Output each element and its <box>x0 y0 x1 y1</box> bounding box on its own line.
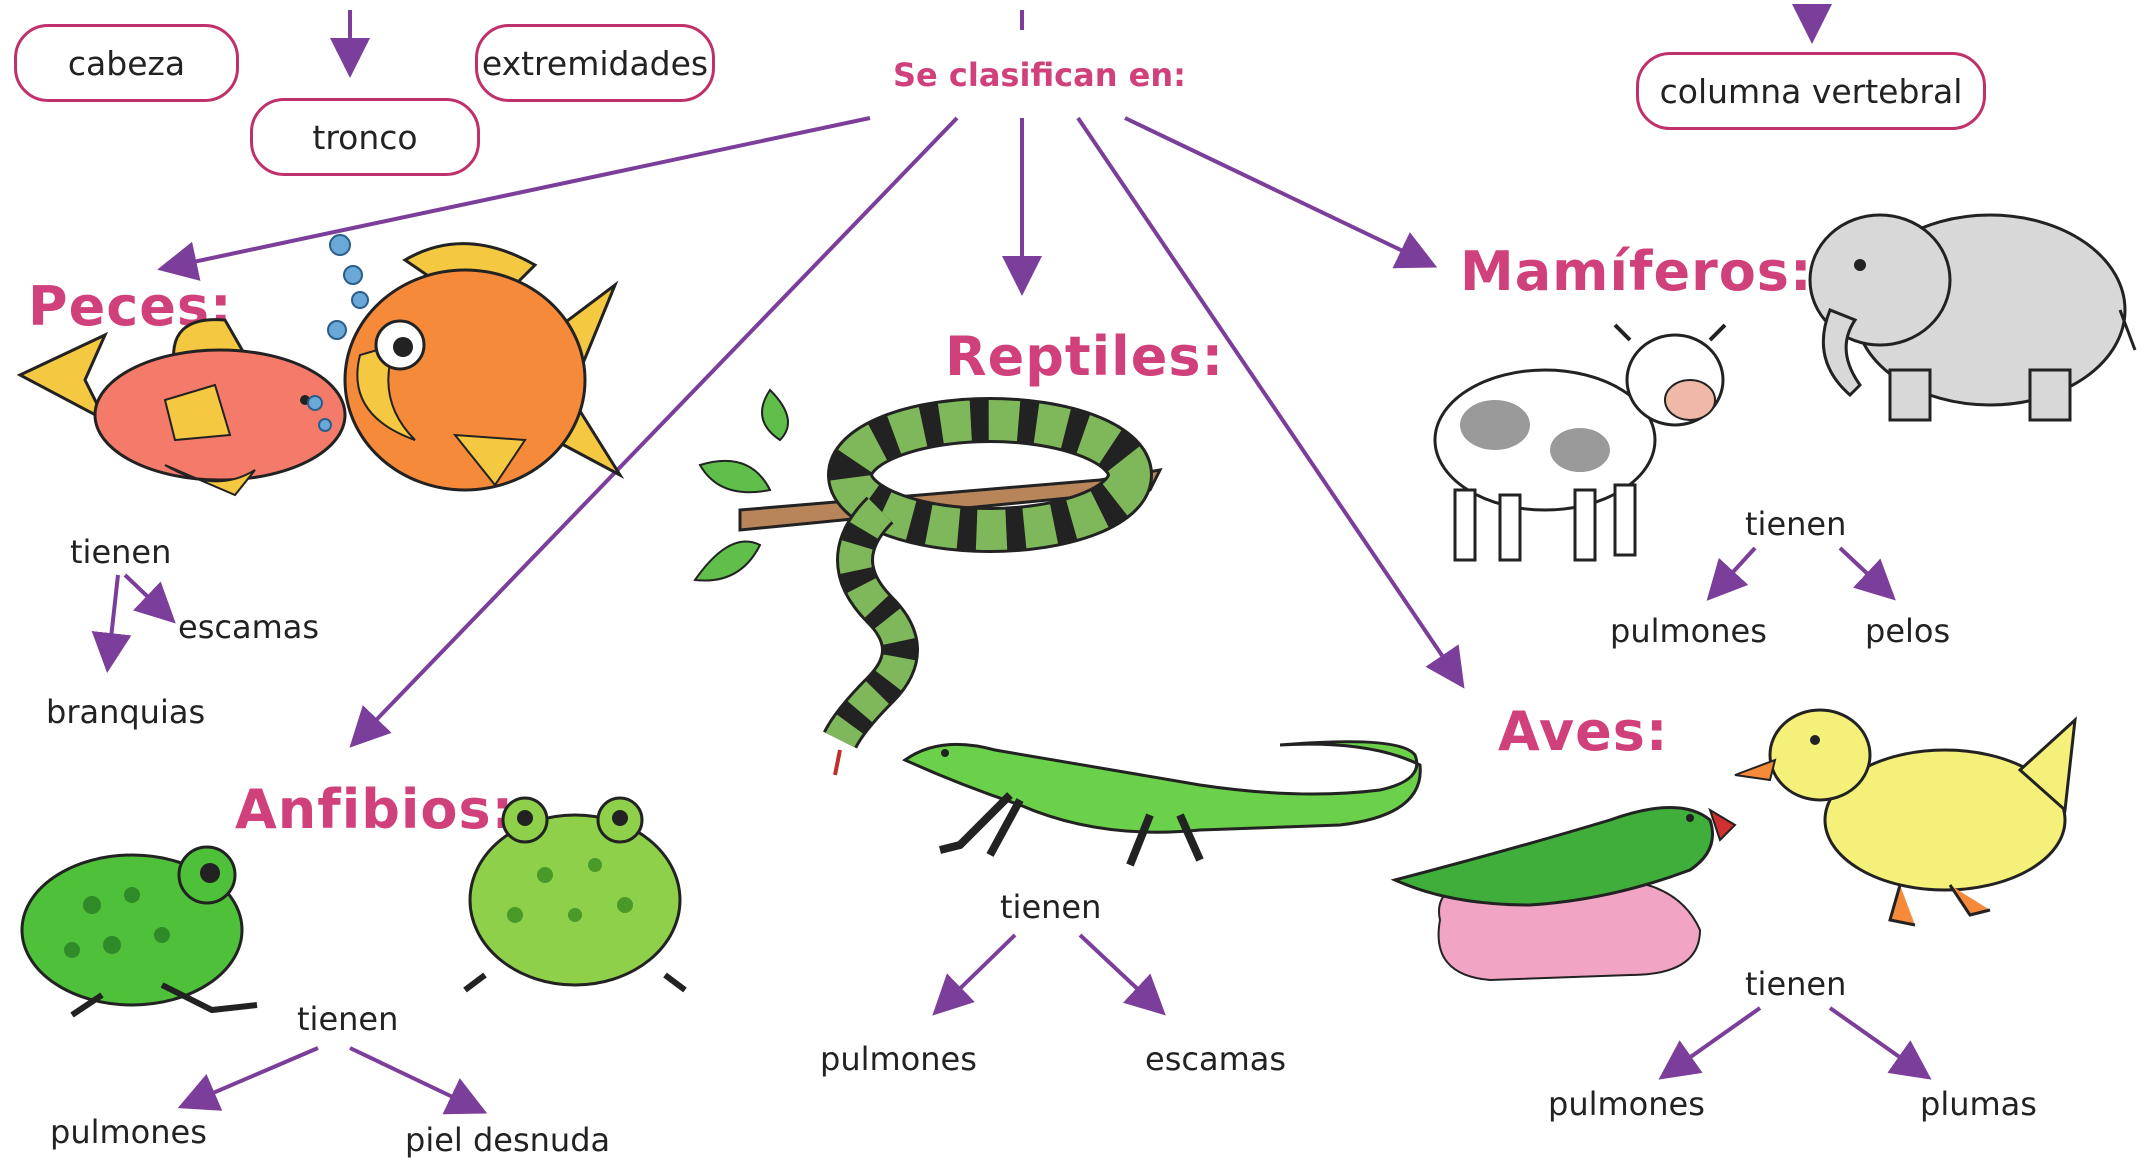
reptiles-verb: tienen <box>1000 888 1101 926</box>
arrow-to-mammals <box>1125 118 1430 264</box>
pill-spine: columna vertebral <box>1636 52 1986 130</box>
title-reptiles: Reptiles: <box>945 325 1224 388</box>
birds-item-1: pulmones <box>1548 1085 1705 1123</box>
toad-icon <box>455 785 695 995</box>
duck-icon <box>1730 700 2080 930</box>
classify-label: Se clasifican en: <box>893 56 1186 94</box>
fish-icon <box>15 225 635 535</box>
birds-item-2: plumas <box>1920 1085 2037 1123</box>
birds-verb: tienen <box>1745 965 1846 1003</box>
frog-icon <box>12 835 272 1020</box>
cow-icon <box>1425 320 1735 570</box>
title-mammals: Mamíferos: <box>1460 240 1813 303</box>
reptiles-item-1: pulmones <box>820 1040 977 1078</box>
pill-head: cabeza <box>14 24 239 102</box>
amphibians-item-2: piel desnuda <box>405 1121 610 1159</box>
amphibians-verb: tienen <box>297 1000 398 1038</box>
elephant-icon <box>1790 200 2140 430</box>
title-birds: Aves: <box>1498 700 1668 763</box>
fish-verb: tienen <box>70 533 171 571</box>
pill-trunk: tronco <box>250 98 480 176</box>
fish-item-1: escamas <box>178 608 319 646</box>
reptiles-item-2: escamas <box>1145 1040 1286 1078</box>
fish-item-2: branquias <box>46 693 205 731</box>
lizard-icon <box>900 725 1430 870</box>
mammals-item-1: pulmones <box>1610 612 1767 650</box>
mammals-verb: tienen <box>1745 505 1846 543</box>
pill-limbs: extremidades <box>475 24 715 102</box>
parrot-icon <box>1390 780 1750 985</box>
amphibians-item-1: pulmones <box>50 1113 207 1151</box>
mammals-item-2: pelos <box>1865 612 1950 650</box>
